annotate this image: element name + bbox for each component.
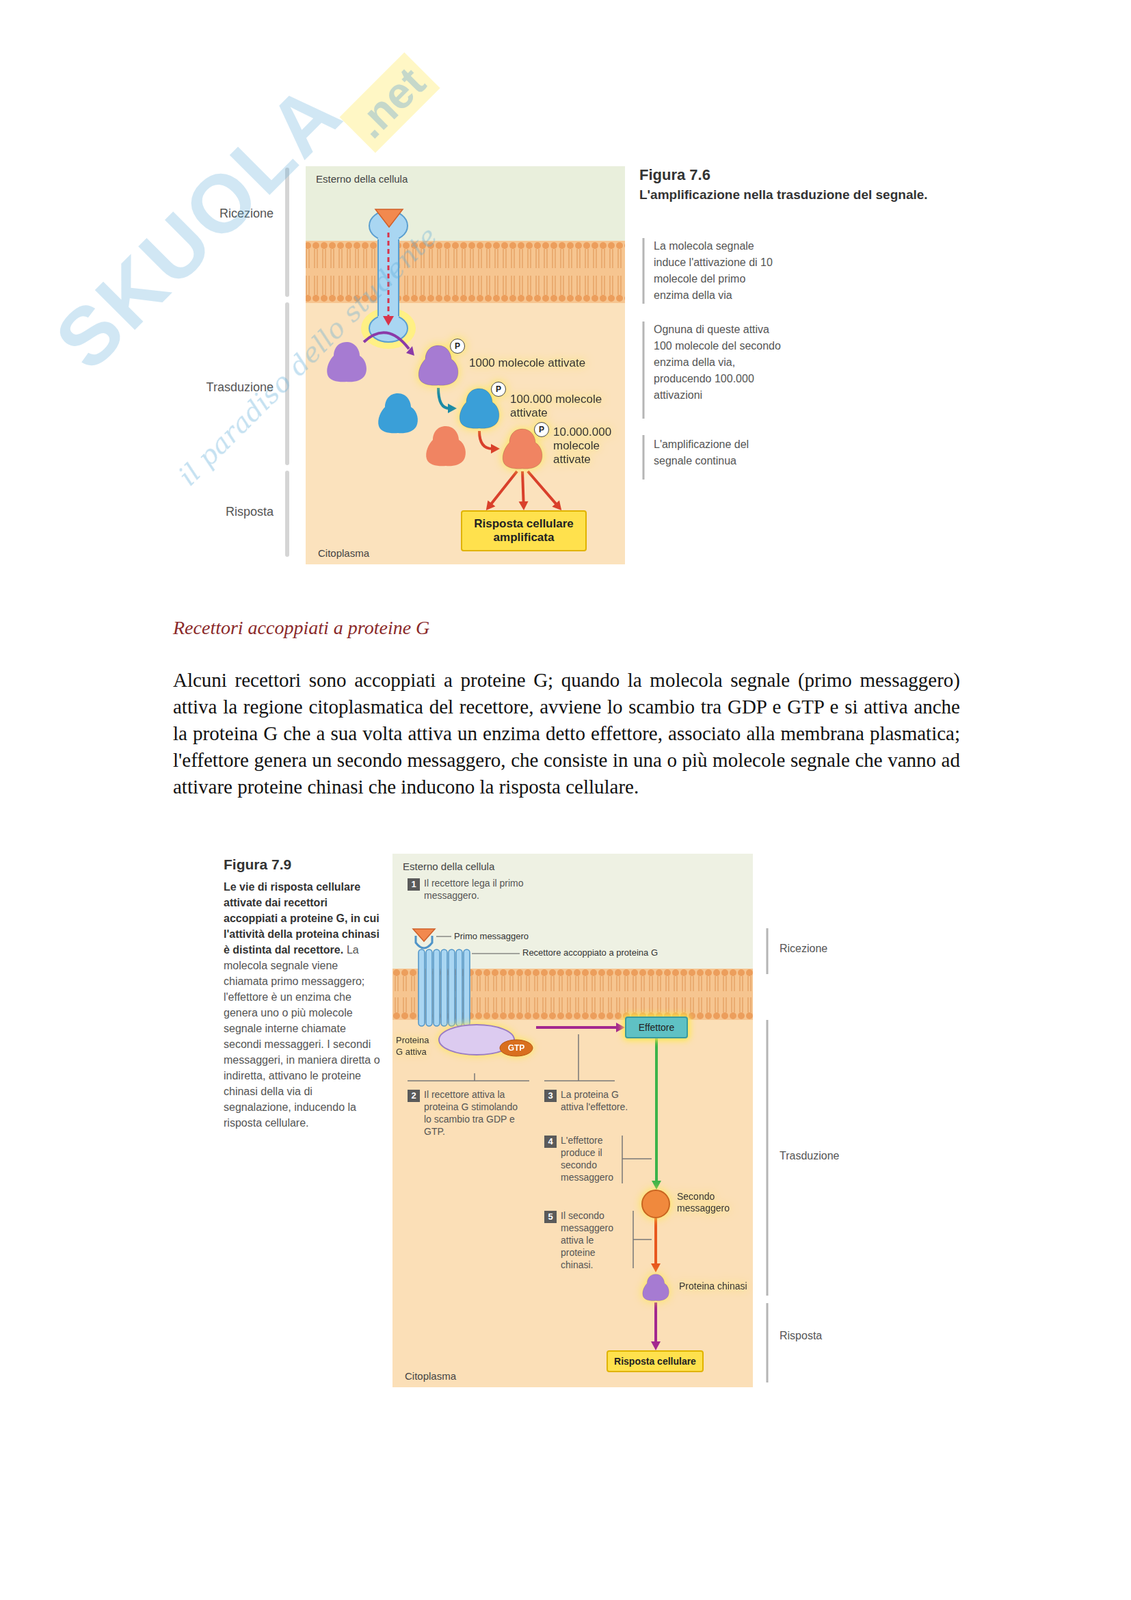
side-note: Ognuna di queste attiva 100 molecole del… xyxy=(653,321,784,404)
stage-label: Trasduzione xyxy=(779,1149,840,1162)
arrowhead xyxy=(519,501,529,511)
box-text: Risposta cellulare amplificata xyxy=(467,516,580,545)
g-protein: Proteina G attiva GTP xyxy=(395,1020,537,1071)
callout-number: 5 xyxy=(544,1210,557,1223)
figure-subtitle: L'amplificazione nella trasduzione del s… xyxy=(639,187,928,203)
response-box: Risposta cellulare xyxy=(606,1349,704,1372)
arrowhead xyxy=(651,1180,662,1190)
side-note: La molecola segnale induce l'attivazione… xyxy=(653,237,784,304)
cell-panel: Esterno della cellulaCitoplasma Proteina … xyxy=(392,853,753,1387)
connector-line xyxy=(522,471,524,503)
connector xyxy=(438,387,457,414)
part-label: Recettore accoppiato a proteina G xyxy=(522,947,658,958)
connector-line xyxy=(479,430,493,449)
step-text: Il secondo messaggero attiva le proteine… xyxy=(560,1208,630,1271)
molecule-label: 100.000 molecole attivate xyxy=(510,391,613,420)
arrowhead xyxy=(551,500,562,511)
bracket xyxy=(766,1302,769,1382)
protein-kinase: Proteina chinasi xyxy=(640,1271,671,1302)
molecule-label: Proteina chinasi xyxy=(679,1279,748,1292)
phosphate-badge: P xyxy=(534,421,550,437)
connector xyxy=(650,1301,661,1350)
arrowhead xyxy=(650,1262,661,1272)
watermark: SKUOLA xyxy=(36,64,361,388)
part-label: Proteina G attiva xyxy=(395,1033,437,1058)
callout-number: 3 xyxy=(544,1089,557,1102)
connector xyxy=(536,1022,625,1032)
watermark: il paradiso dello studente xyxy=(172,220,444,492)
figure-caption: Le vie di risposta cellulare attivate da… xyxy=(223,878,383,1131)
figure-7-9 xyxy=(392,853,753,1387)
connector-line xyxy=(438,387,450,409)
part-label: Primo messaggero xyxy=(454,930,529,941)
connector-line xyxy=(655,1038,658,1182)
activated-enzyme: P10.000.000 molecole attivate xyxy=(499,426,545,472)
step-text: Il recettore attiva la proteina G stimol… xyxy=(423,1087,527,1138)
side-note: L'amplificazione del segnale continua xyxy=(653,436,784,470)
figure-7-6 xyxy=(287,166,644,565)
activated-enzyme: P100.000 molecole attivate xyxy=(456,385,502,431)
region-label: Esterno della cellula xyxy=(315,173,408,185)
connector-line xyxy=(490,471,517,504)
gtp-label: GTP xyxy=(501,1042,532,1054)
phosphate-badge: P xyxy=(449,338,465,354)
box-text: Risposta cellulare xyxy=(614,1355,697,1367)
callout-number: 2 xyxy=(407,1089,420,1102)
callout-number: 1 xyxy=(407,877,420,891)
connector-line xyxy=(527,471,557,505)
connector-line xyxy=(536,1025,618,1029)
connector-line xyxy=(654,1217,658,1265)
section-heading: Recettori accoppiati a proteine G xyxy=(173,616,430,639)
arrowhead xyxy=(650,1340,661,1350)
stage-label: Risposta xyxy=(194,504,274,520)
step-text: Il recettore lega il primo messaggero. xyxy=(423,876,561,902)
arrowhead xyxy=(490,443,500,454)
region-label: Citoplasma xyxy=(404,1369,457,1382)
region-label: Citoplasma xyxy=(317,547,370,559)
stage-label: Trasduzione xyxy=(194,380,274,395)
bracket xyxy=(766,1019,769,1296)
caption-body: La molecola segnale viene chiamata primo… xyxy=(223,943,381,1129)
connector-line xyxy=(654,1301,658,1343)
shape xyxy=(640,1271,671,1302)
step-text: L'effettore produce il secondo messagger… xyxy=(560,1133,617,1183)
arrowhead xyxy=(447,403,457,414)
region-label: Esterno della cellula xyxy=(402,860,495,872)
effector-box: Effettore xyxy=(624,1016,688,1039)
stage-label: Ricezione xyxy=(779,942,828,955)
bracket xyxy=(766,927,769,974)
connector xyxy=(651,1038,662,1190)
arrowhead xyxy=(486,499,496,511)
connector xyxy=(527,471,562,511)
stage-label: Risposta xyxy=(779,1329,822,1342)
connector xyxy=(650,1217,661,1272)
box-text: Effettore xyxy=(638,1021,675,1034)
molecule-label: 10.000.000 molecole attivate xyxy=(553,425,622,468)
response-box: Risposta cellulare amplificata xyxy=(460,510,587,552)
activated-enzyme: P1000 molecole attivate xyxy=(415,342,461,388)
connector xyxy=(479,430,500,454)
molecule-label: 1000 molecole attivate xyxy=(469,355,586,370)
arrowhead xyxy=(616,1022,625,1032)
phosphate-badge: P xyxy=(490,381,507,397)
connector xyxy=(519,471,529,511)
step-text: La proteina G attiva l'effettore. xyxy=(560,1087,636,1113)
molecule-label: Secondo messaggero xyxy=(676,1190,746,1214)
second-messenger: Secondo messaggero xyxy=(641,1189,671,1218)
watermark: .net xyxy=(339,52,441,154)
callout-number: 4 xyxy=(544,1135,557,1148)
figure-title: Figura 7.6 xyxy=(639,166,711,184)
figure-title: Figura 7.9 xyxy=(223,856,292,873)
connector xyxy=(486,471,517,511)
cell-panel: Esterno della cellulaCitoplasmaP1000 mol… xyxy=(305,166,625,565)
stage-label: Ricezione xyxy=(194,206,274,221)
body-paragraph: Alcuni recettori sono accoppiati a prote… xyxy=(173,666,961,801)
